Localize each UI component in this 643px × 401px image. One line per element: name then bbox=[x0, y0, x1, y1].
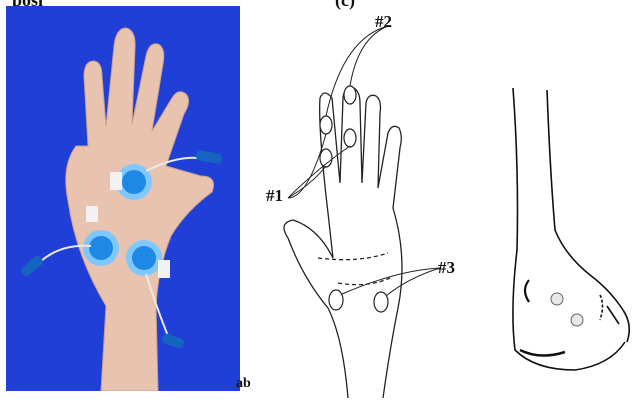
site-label-3: #3 bbox=[438, 258, 455, 278]
hand-photo-panel bbox=[6, 6, 240, 391]
site-label-2: #2 bbox=[375, 12, 392, 32]
hand-photo bbox=[6, 6, 240, 391]
site-label-1: #1 bbox=[266, 186, 283, 206]
foot-drawing bbox=[495, 80, 640, 400]
panel-tag-ab: ab bbox=[236, 376, 251, 392]
hand-drawing bbox=[258, 8, 473, 400]
